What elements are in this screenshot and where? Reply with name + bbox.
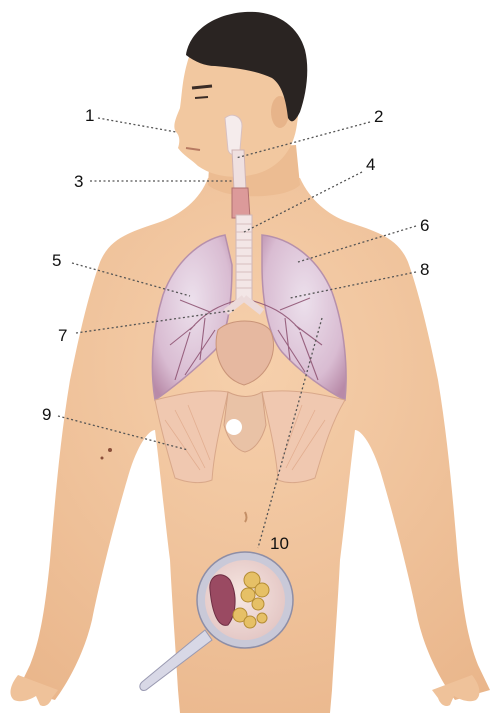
- trachea: [236, 215, 252, 300]
- label-5: 5: [52, 251, 61, 270]
- nasal-cavity: [225, 115, 242, 154]
- mole: [108, 448, 112, 452]
- label-1: 1: [85, 106, 94, 125]
- label-2: 2: [374, 107, 383, 126]
- larynx: [232, 188, 250, 218]
- eyebrow: [192, 86, 212, 88]
- label-10: 10: [270, 534, 289, 553]
- label-4: 4: [366, 155, 375, 174]
- label-3: 3: [74, 172, 83, 191]
- mole: [101, 457, 104, 460]
- aortic-opening: [226, 419, 242, 435]
- leader-1: [98, 118, 176, 132]
- eye: [195, 97, 208, 98]
- label-6: 6: [420, 216, 429, 235]
- label-7: 7: [58, 326, 67, 345]
- label-9: 9: [42, 405, 51, 424]
- label-8: 8: [420, 260, 429, 279]
